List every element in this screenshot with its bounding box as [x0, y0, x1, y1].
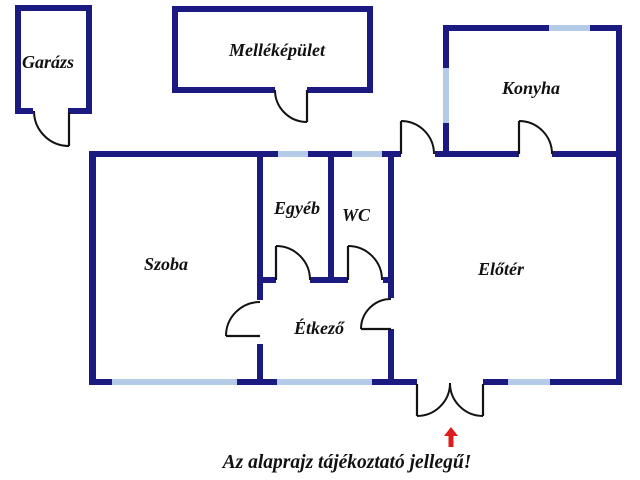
mellekepulet-wall-bottom-left — [172, 87, 275, 93]
room-label-konyha: Konyha — [501, 78, 560, 98]
main-wall-right — [616, 25, 622, 385]
doors — [225, 120, 553, 417]
window-wc-top — [352, 151, 382, 157]
window-konyha-top — [549, 25, 590, 31]
room-label-egyeb: Egyéb — [273, 198, 320, 218]
room-label-szoba: Szoba — [144, 254, 188, 274]
wall-eloter-left-lower — [388, 329, 394, 385]
window-etkezo-bottom — [277, 379, 372, 385]
main-wall-left — [89, 151, 96, 385]
garazs-door-arc — [33, 110, 70, 147]
garazs-wall-top — [15, 5, 92, 11]
disclaimer-note: Az alaprajz tájékoztató jellegű! — [221, 452, 472, 473]
main-wall-top-5 — [552, 151, 622, 157]
konyha-wall-left-2 — [443, 123, 449, 151]
mellekepulet-building — [172, 6, 373, 123]
window-egyeb-top — [278, 151, 308, 157]
entrance-arrow-icon — [444, 427, 458, 447]
main-wall-bottom-1 — [89, 379, 112, 385]
wall-egyeb-wc-bottom-middle — [310, 277, 348, 283]
wall-egyeb-bottom-left — [257, 277, 276, 283]
wc-door-arc — [347, 245, 383, 281]
wall-szoba-right-lower — [257, 344, 263, 385]
window-eloter-bottom — [508, 379, 550, 385]
main-wall-bottom-5 — [550, 379, 622, 385]
room-label-eloter: Előtér — [477, 259, 525, 279]
room-label-mellekepulet: Melléképület — [228, 40, 326, 60]
garazs-wall-bottom-left — [15, 108, 33, 114]
garazs-wall-bottom-right — [68, 108, 92, 114]
wall-szoba-right-upper — [257, 151, 263, 300]
room-labels: Garázs Melléképület Konyha Egyéb WC Szob… — [22, 40, 560, 338]
entrance-door-left-arc — [416, 382, 451, 417]
window-szoba-bottom — [112, 379, 237, 385]
room-label-wc: WC — [342, 205, 371, 225]
garazs-wall-right — [86, 5, 92, 114]
room-label-etkezo: Étkező — [293, 317, 345, 338]
main-building-outer-walls — [89, 25, 622, 385]
mellekepulet-wall-right — [367, 6, 373, 93]
mellekepulet-door-arc — [274, 89, 308, 123]
garazs-wall-left — [15, 5, 21, 114]
wall-eloter-left-upper — [388, 151, 394, 298]
konyha-wall-top-1 — [443, 25, 549, 31]
eloter-exterior-door-arc — [400, 120, 435, 155]
wall-wc-bottom-right — [383, 277, 394, 283]
wall-egyeb-wc-divider — [328, 151, 334, 282]
mellekepulet-wall-left — [172, 6, 178, 93]
room-label-garazs: Garázs — [22, 52, 74, 72]
entrance-door-right-arc — [449, 382, 484, 417]
window-konyha-left — [443, 68, 449, 123]
main-wall-top-4 — [435, 151, 519, 157]
main-wall-bottom-4 — [483, 379, 508, 385]
mellekepulet-wall-bottom-right — [307, 87, 373, 93]
konyha-wall-top-2 — [590, 25, 622, 31]
mellekepulet-wall-top — [172, 6, 373, 12]
main-wall-top-1 — [89, 151, 278, 157]
konyha-wall-left-1 — [443, 25, 449, 68]
etkezo-door-arc — [360, 298, 392, 330]
szoba-door-arc — [225, 301, 261, 337]
garazs-building — [15, 5, 92, 147]
main-building-interior-walls — [257, 151, 394, 385]
main-wall-bottom-3 — [372, 379, 417, 385]
konyha-door-arc — [518, 120, 553, 155]
egyeb-door-arc — [275, 245, 311, 281]
